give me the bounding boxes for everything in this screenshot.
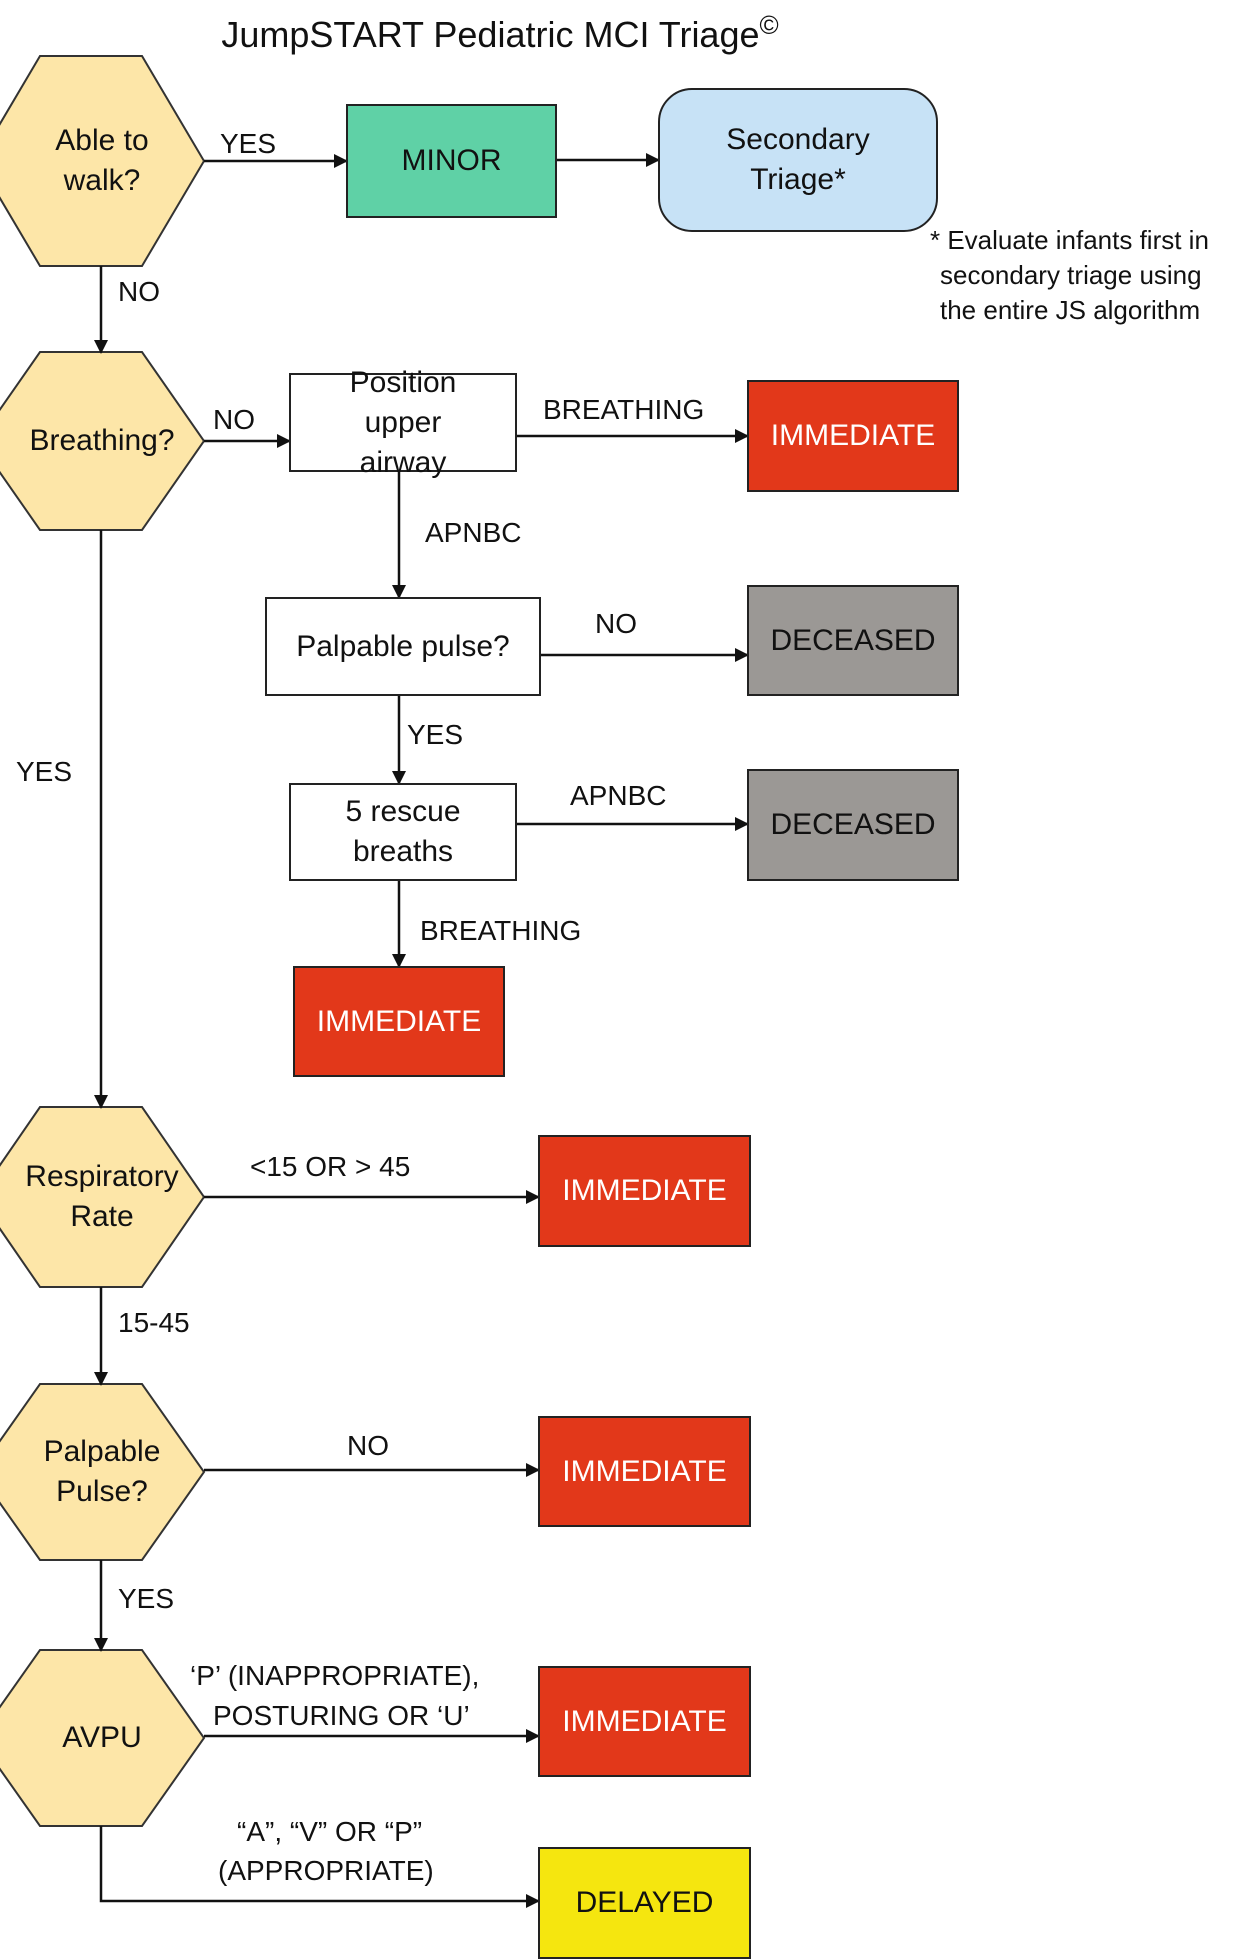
label-rescue-apnbc: APNBC — [570, 780, 667, 811]
label-pulse-yes: YES — [118, 1583, 175, 1614]
label-avpu-bad-line2: POSTURING OR ‘U’ — [213, 1700, 470, 1731]
decision-hexagon-respiratory — [0, 1106, 206, 1288]
outcome-immediate-box-1: IMMEDIATE — [747, 380, 959, 492]
decision-avpu-label: AVPU — [62, 1721, 142, 1754]
position-airway-box: Position upper airway — [289, 366, 517, 479]
label-pulse-no: NO — [347, 1430, 389, 1461]
outcome-immediate-box-3: IMMEDIATE — [538, 1135, 751, 1247]
footnote-line-1: * Evaluate infants first in — [930, 225, 1209, 255]
outcome-immediate-box-4: IMMEDIATE — [538, 1416, 751, 1527]
palpable-pulse-check-box: Palpable pulse? — [265, 597, 541, 696]
label-breathing-yes: YES — [16, 756, 73, 787]
label-airway-apnbc: APNBC — [425, 517, 522, 548]
label-pulsecheck-no: NO — [595, 608, 637, 639]
label-walk-no: NO — [118, 276, 160, 307]
label-pulsecheck-yes: YES — [407, 719, 464, 750]
copyright-mark: © — [759, 10, 779, 40]
outcome-minor-box: MINOR — [346, 104, 557, 218]
label-avpu-good-line2: (APPROPRIATE) — [218, 1855, 434, 1886]
edge-avpu-good — [99, 1826, 540, 1908]
label-walk-yes: YES — [220, 128, 277, 159]
label-rr-abnormal: <15 OR > 45 — [250, 1151, 411, 1182]
decision-respiratory-label: Respiratory Rate — [25, 1160, 179, 1233]
label-airway-breathing: BREATHING — [543, 394, 705, 425]
label-breathing-no: NO — [213, 404, 255, 435]
footnote-line-3: the entire JS algorithm — [940, 295, 1201, 325]
decision-hexagon-walk — [0, 55, 206, 267]
label-rr-normal: 15-45 — [118, 1307, 190, 1338]
rescue-breaths-box: 5 rescue breaths — [289, 783, 517, 881]
decision-walk-label: Able to walk? — [55, 124, 149, 197]
outcome-deceased-box-1: DECEASED — [747, 585, 959, 696]
footnote-line-2: secondary triage using — [940, 260, 1202, 290]
label-rescue-breathing: BREATHING — [420, 915, 582, 946]
outcome-immediate-box-2: IMMEDIATE — [293, 966, 505, 1077]
outcome-immediate-box-5: IMMEDIATE — [538, 1666, 751, 1777]
decision-breathing-label: Breathing? — [29, 424, 175, 457]
label-avpu-bad-line1: ‘P’ (INAPPROPRIATE), — [190, 1660, 480, 1691]
decision-hexagon-pulse — [0, 1383, 206, 1561]
secondary-triage-box: Secondary Triage* — [658, 88, 938, 232]
decision-hexagon-breathing — [0, 351, 206, 531]
decision-pulse-label: Palpable Pulse? — [43, 1435, 161, 1508]
outcome-delayed-box: DELAYED — [538, 1847, 751, 1959]
label-avpu-good-line1: “A”, “V” OR “P” — [237, 1816, 423, 1847]
diagram-title: JumpSTART Pediatric MCI Triage© — [221, 10, 779, 55]
outcome-deceased-box-2: DECEASED — [747, 769, 959, 881]
decision-hexagon-avpu — [0, 1649, 206, 1827]
